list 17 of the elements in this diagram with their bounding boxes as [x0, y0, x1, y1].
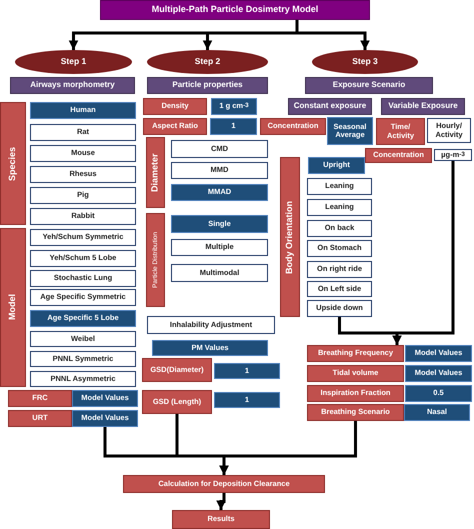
- title-banner: Multiple-Path Particle Dosimetry Model: [100, 0, 370, 20]
- category-bar: Diameter: [146, 137, 165, 208]
- step-ellipse: Step 2: [147, 50, 268, 74]
- arrow: [392, 161, 454, 345]
- category-bar: Species: [0, 102, 26, 225]
- section-header: Constant exposure: [288, 98, 372, 115]
- arrow: [296, 20, 370, 50]
- section-header: Exposure Scenario: [305, 77, 433, 94]
- arrow: [216, 493, 226, 510]
- section-header: Particle properties: [147, 77, 268, 94]
- category-bar: Model: [0, 228, 26, 387]
- category-bar: Body Orientation: [280, 157, 300, 317]
- step-ellipse: Step 1: [15, 50, 132, 74]
- section-header: Variable Exposure: [381, 98, 465, 115]
- arrow: [219, 421, 357, 475]
- step-ellipse: Step 3: [312, 50, 418, 74]
- section-header: Airways morphometry: [10, 77, 135, 94]
